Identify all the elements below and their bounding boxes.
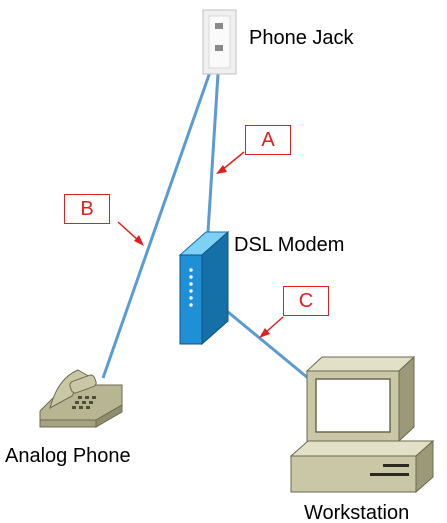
dsl-modem-label: DSL Modem — [234, 234, 345, 256]
workstation-label: Workstation — [304, 502, 410, 523]
callout-a-pointer — [216, 151, 245, 174]
workstation-icon — [289, 355, 435, 494]
callout-b-pointer — [117, 221, 144, 246]
callout-c: C — [283, 286, 329, 316]
cable-modem — [206, 57, 221, 233]
phone-jack-label: Phone Jack — [249, 27, 354, 49]
callout-b: B — [64, 194, 110, 224]
analog-phone-label: Analog Phone — [5, 445, 131, 467]
callout-a: A — [245, 125, 291, 155]
cable-phone — [101, 51, 219, 379]
dsl-modem-icon — [178, 230, 230, 346]
analog-phone-icon — [39, 369, 123, 428]
phone-jack-icon — [202, 9, 237, 75]
callout-c-pointer — [259, 316, 284, 338]
cable-workstation — [227, 310, 309, 380]
